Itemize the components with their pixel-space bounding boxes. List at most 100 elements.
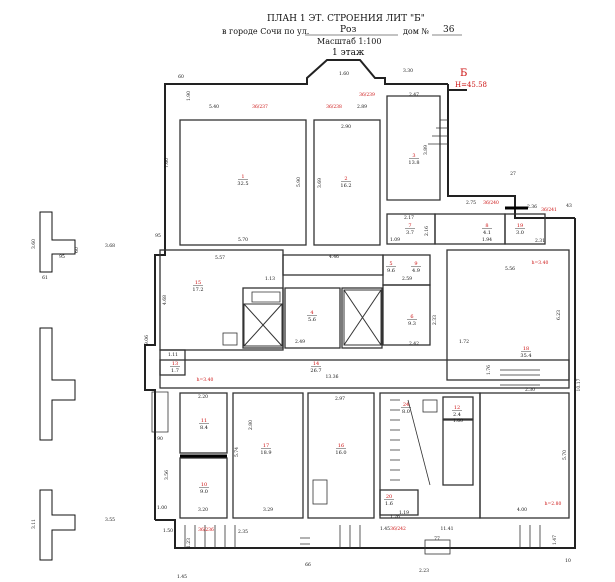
room-number-label: 24	[403, 402, 409, 408]
red-label: 36/242	[390, 526, 406, 532]
dimension-label: 1.45	[380, 526, 390, 532]
dimension-label: 2.47	[409, 92, 419, 98]
room-number-label: 5	[389, 261, 392, 267]
red-label: 36/236	[198, 527, 214, 533]
room-area-label: 9.3	[408, 321, 416, 327]
dimension-label: 3.89	[423, 145, 429, 155]
red-label: 36/241	[541, 207, 557, 213]
room-area-label: 26.7	[310, 368, 321, 374]
dimension-label: 95	[155, 233, 161, 239]
dimension-label: 2.30	[525, 387, 535, 393]
room-area-label: 16.2	[340, 183, 351, 189]
room-area-label: 18.9	[260, 450, 271, 456]
dimension-label: 2.35	[238, 529, 248, 535]
room-number-label: 9	[414, 261, 417, 267]
room-number-label: 15	[195, 280, 201, 286]
dimension-label: 1.72	[459, 339, 469, 345]
dimension-label: 10	[565, 558, 571, 564]
red-label: 36/237	[252, 104, 268, 110]
floor-label: 1 этаж	[332, 48, 365, 58]
dimension-label: 3.55	[105, 517, 115, 523]
dimension-label: 1.90	[186, 91, 192, 101]
street-name: Роз	[340, 25, 357, 35]
dimension-label: 7.60	[164, 158, 170, 168]
dimension-label: 2.23	[419, 568, 429, 574]
dimension-label: 5.70	[562, 450, 568, 460]
outer-walls	[144, 59, 576, 549]
dimension-label: 61	[42, 275, 48, 281]
room-area-label: 1.7	[171, 368, 179, 374]
room-area-label: 3.0	[516, 230, 524, 236]
dimension-label: 2.31	[535, 238, 545, 244]
red-label: h=2.80	[545, 501, 562, 507]
dimension-label: 2.75	[466, 200, 476, 206]
dimension-label: 3.20	[198, 507, 208, 513]
stairs	[184, 119, 541, 548]
interior-walls	[159, 95, 570, 519]
dimension-label: 3.56	[164, 470, 170, 480]
house-label: дом №	[403, 27, 430, 36]
dimension-label: 3.68	[105, 243, 115, 249]
room-number-label: 2	[344, 176, 347, 182]
room-number-label: 18	[523, 346, 529, 352]
dimension-label: 1.60	[453, 418, 463, 424]
red-label: 36/238	[326, 104, 342, 110]
room-number-label: 11	[201, 418, 207, 424]
dimension-label: 1.60	[339, 71, 349, 77]
dimension-label: 2.17	[404, 215, 414, 221]
dimension-label: 4.00	[517, 507, 527, 513]
dimension-label: 3.30	[403, 68, 413, 74]
dimension-label: 9.06	[144, 335, 150, 345]
dimension-label: 27	[510, 171, 516, 177]
room-area-label: 16.0	[335, 450, 346, 456]
elevator-shafts	[243, 289, 382, 347]
red-label: h=3.40	[532, 260, 549, 266]
room-number-label: 14	[313, 361, 319, 367]
dimension-label: 60	[74, 247, 80, 253]
room-number-label: 7	[408, 223, 411, 229]
room-area-label: 4.1	[483, 230, 491, 236]
dimension-label: 2.42	[409, 341, 419, 347]
room-number-label: 1	[241, 174, 244, 180]
dimension-label: 1.19	[399, 510, 409, 516]
dimension-label: 2.33	[432, 315, 438, 325]
dimension-label: 3.11	[31, 519, 37, 529]
dimension-label: 1.13	[265, 276, 275, 282]
dimension-label: 1.76	[486, 365, 492, 375]
dimension-label: 1.47	[552, 535, 558, 545]
dimension-label: 3.60	[31, 239, 37, 249]
dimension-label: 1.23	[186, 538, 192, 548]
dimension-label: 2.49	[295, 339, 305, 345]
dimension-label: 43	[566, 203, 572, 209]
house-number: 36	[443, 25, 455, 35]
dimension-label: 10.17	[576, 378, 582, 391]
room-number-label: 13	[172, 361, 178, 367]
room-area-label: 3.7	[406, 230, 414, 236]
dimension-label: 2.20	[198, 394, 208, 400]
city-line: в городе Сочи по ул.	[222, 27, 310, 36]
room-area-label: 35.4	[520, 353, 531, 359]
dimension-label: 60	[178, 74, 184, 80]
red-label: h=3.40	[197, 377, 214, 383]
room-area-label: 32.5	[237, 181, 248, 187]
dimension-label: 5.56	[505, 266, 515, 272]
dimension-label: 2.89	[357, 104, 367, 110]
dimension-label: 2.80	[248, 420, 254, 430]
section-profiles	[39, 211, 76, 561]
dimension-label: 5.40	[209, 104, 219, 110]
room-area-label: 5.6	[308, 317, 316, 323]
dimension-label: 1.94	[482, 237, 492, 243]
room-area-label: 17.2	[192, 287, 203, 293]
room-number-label: 20	[386, 494, 392, 500]
dimension-label: 2.36	[527, 204, 537, 210]
dimension-label: 5.70	[238, 237, 248, 243]
dimension-label: 4.46	[329, 254, 339, 260]
dimension-label: 1.00	[157, 505, 167, 511]
room-number-label: 6	[410, 314, 413, 320]
room-area-label: 8.4	[200, 425, 208, 431]
dimension-label: 1.09	[390, 237, 400, 243]
room-number-label: 12	[454, 405, 460, 411]
dimension-label: 66	[305, 562, 311, 568]
room-number-label: 19	[517, 223, 523, 229]
